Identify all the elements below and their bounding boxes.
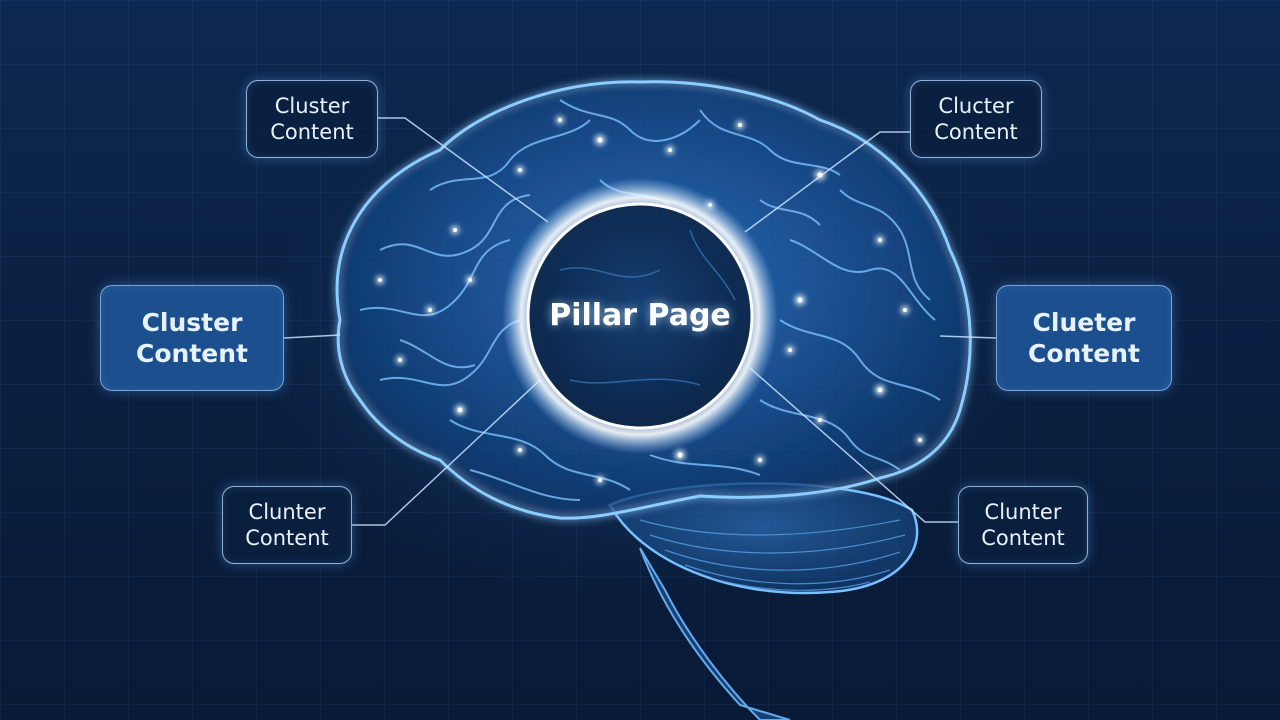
cluster-node-mid-left[interactable]: Cluster Content [100,285,284,391]
pillar-inner-lines [559,229,736,386]
cluster-node-title: Cluster [141,307,243,337]
pillar-page-label: Pillar Page [549,298,731,333]
connector-top-left [378,117,549,223]
connector-top-right [744,131,910,233]
cluster-node-top-right[interactable]: Clucter Content [910,80,1042,158]
cluster-node-subtitle: Content [245,526,329,550]
connector-bottom-right [749,367,958,523]
pillar-core [526,202,754,430]
cerebellum-folds [639,519,906,591]
cluster-node-subtitle: Content [981,526,1065,550]
cluster-node-subtitle: Content [136,339,248,368]
connector-mid-left [283,334,341,339]
cluster-node-title: Cluster [274,93,350,118]
cluster-node-top-left[interactable]: Cluster Content [246,80,378,158]
cluster-node-title: Clueter [1032,307,1136,337]
cluster-node-subtitle: Content [934,120,1018,144]
cluster-node-bottom-right[interactable]: Clunter Content [958,486,1088,564]
brainstem [639,547,791,720]
brain-folds [359,99,941,501]
connector-mid-right [939,335,997,339]
cluster-node-title: Clucter [938,93,1014,118]
cluster-node-subtitle: Content [270,120,354,144]
neuron-cores [378,118,922,482]
cluster-node-mid-right[interactable]: Clueter Content [996,285,1172,391]
cluster-node-subtitle: Content [1028,339,1140,368]
cluster-node-title: Clunter [248,499,326,524]
connector-bottom-left [352,379,541,526]
cluster-node-title: Clunter [984,499,1062,524]
cluster-node-bottom-left[interactable]: Clunter Content [222,486,352,564]
connector-lines [283,117,997,526]
